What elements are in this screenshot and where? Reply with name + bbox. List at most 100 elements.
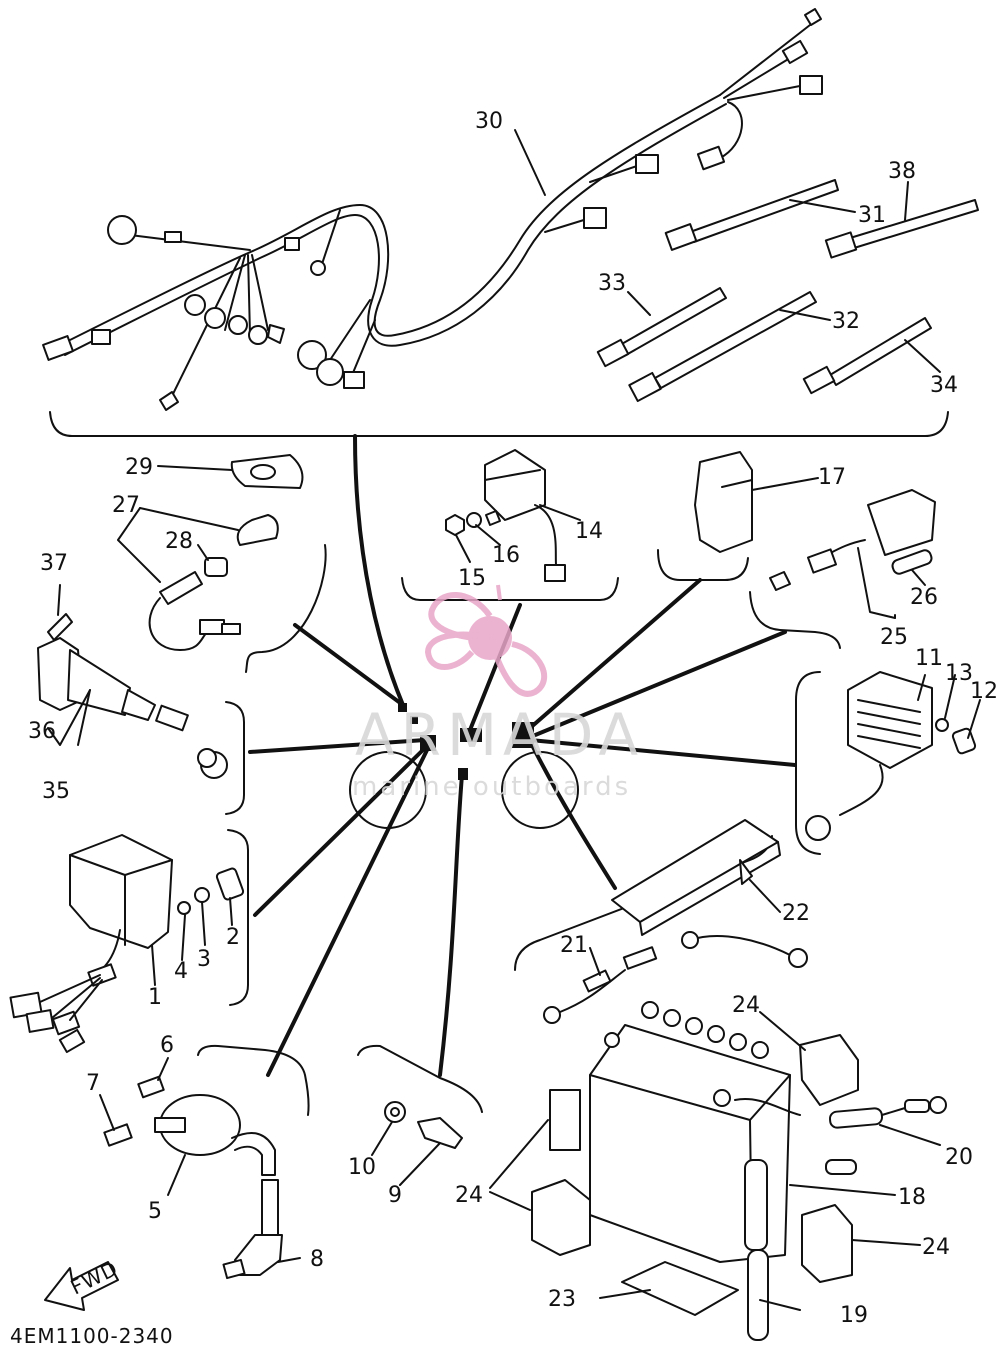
- part-2-bolt: [215, 867, 245, 901]
- label-15: 15: [458, 566, 486, 591]
- part-3-washer: [194, 887, 210, 903]
- part-4-washer: [177, 901, 191, 915]
- part-35-cap: [155, 704, 228, 779]
- part-5-ignition-coil: [154, 1094, 276, 1176]
- label-12: 12: [970, 679, 998, 704]
- bracket-27-28: [245, 544, 327, 673]
- forward-direction-arrow: FWD: [44, 1256, 122, 1311]
- label-25: 25: [880, 625, 908, 650]
- bracket-17: [657, 549, 749, 581]
- harness-group-bracket: [49, 411, 949, 437]
- label-4: 4: [174, 959, 188, 984]
- part-18-cap: [825, 1159, 857, 1175]
- part-7-bolt: [103, 1123, 133, 1147]
- label-29: 29: [125, 455, 153, 480]
- part-23-pad: [621, 1261, 739, 1316]
- propeller-logo-icon: [424, 584, 548, 697]
- label-9: 9: [388, 1183, 402, 1208]
- label-24-right: 24: [922, 1235, 950, 1260]
- part-8-plug-cap: [222, 1179, 283, 1280]
- label-8: 8: [310, 1247, 324, 1272]
- part-20-cable: [828, 1096, 947, 1129]
- part-15-nut: [445, 514, 465, 536]
- label-5: 5: [148, 1199, 162, 1224]
- label-2: 2: [226, 925, 240, 950]
- part-25-relay: [769, 489, 936, 591]
- label-36: 36: [28, 719, 56, 744]
- label-16: 16: [492, 543, 520, 568]
- part-number-labels: 30 38 31 33 32 34 29 27 28 14 16 15 17 2…: [28, 109, 998, 1328]
- battery: [589, 1001, 801, 1263]
- watermark-brand: ARMADA: [355, 701, 644, 769]
- label-32: 32: [832, 309, 860, 334]
- part-14-relay: [484, 449, 566, 582]
- bracket-35-37: [225, 701, 245, 815]
- label-24-left: 24: [455, 1183, 483, 1208]
- label-31: 31: [858, 203, 886, 228]
- part-36-main-switch: [37, 637, 156, 721]
- cable-tie-32: [628, 291, 817, 403]
- label-28: 28: [165, 529, 193, 554]
- part-13-washer: [935, 718, 949, 732]
- hub-leader-lines: [248, 434, 797, 1077]
- part-11-rectifier: [805, 671, 933, 841]
- label-3: 3: [197, 947, 211, 972]
- part-26-fuse: [891, 549, 933, 575]
- label-19: 19: [840, 1303, 868, 1328]
- label-23: 23: [548, 1287, 576, 1312]
- part-27-sensor: [148, 514, 279, 651]
- bracket-9-10: [357, 1044, 483, 1113]
- label-27: 27: [112, 493, 140, 518]
- part-24-pad-left: [549, 1089, 581, 1151]
- label-1: 1: [148, 985, 162, 1010]
- label-leaders: [47, 129, 981, 1311]
- cable-tie-34: [802, 317, 932, 395]
- label-38: 38: [888, 159, 916, 184]
- part-6-bolt: [137, 1075, 165, 1099]
- label-35: 35: [42, 779, 70, 804]
- label-17: 17: [818, 465, 846, 490]
- part-22-holder: [611, 819, 781, 936]
- diagram-reference-code: 4EM1100-2340: [10, 1324, 174, 1348]
- part-24-pad-right: [801, 1204, 853, 1283]
- label-21: 21: [560, 933, 588, 958]
- part-21-lead: [543, 931, 808, 1024]
- cable-tie-33: [596, 287, 727, 368]
- bracket-1-4: [227, 829, 249, 1006]
- engine-hub: [349, 703, 579, 829]
- part-24-pad-top: [799, 1034, 859, 1106]
- watermark: ARMADA marine outboards: [352, 584, 644, 802]
- bracket-5-8: [197, 1044, 310, 1116]
- label-6: 6: [160, 1033, 174, 1058]
- part-29-plate: [230, 454, 304, 489]
- bracket-11-13: [795, 671, 821, 855]
- part-9-sensor: [417, 1117, 463, 1149]
- part-24-pad-bottom: [531, 1179, 591, 1256]
- part-1-cdi-unit: [9, 834, 173, 1054]
- part-19-breather-hose: [747, 1249, 769, 1341]
- label-20: 20: [945, 1145, 973, 1170]
- label-11: 11: [915, 646, 943, 671]
- bracket-14-16: [401, 577, 619, 601]
- label-7: 7: [86, 1071, 100, 1096]
- label-34: 34: [930, 373, 958, 398]
- label-14: 14: [575, 519, 603, 544]
- label-37: 37: [40, 551, 68, 576]
- label-33: 33: [598, 271, 626, 296]
- part-37-key: [47, 613, 73, 641]
- part-10-washer: [384, 1101, 406, 1123]
- bracket-25-26: [749, 591, 841, 649]
- watermark-tagline: marine outboards: [352, 772, 631, 802]
- label-13: 13: [945, 661, 973, 686]
- cable-tie-38: [824, 199, 979, 259]
- part-16-washer: [466, 512, 482, 528]
- label-18: 18: [898, 1185, 926, 1210]
- label-24-top: 24: [732, 993, 760, 1018]
- cable-tie-31: [664, 179, 839, 251]
- fwd-label: FWD: [67, 1256, 122, 1299]
- label-22: 22: [782, 901, 810, 926]
- part-12-bolt: [951, 727, 977, 755]
- main-wire-harness: [42, 8, 823, 411]
- part-17-cover: [694, 451, 753, 553]
